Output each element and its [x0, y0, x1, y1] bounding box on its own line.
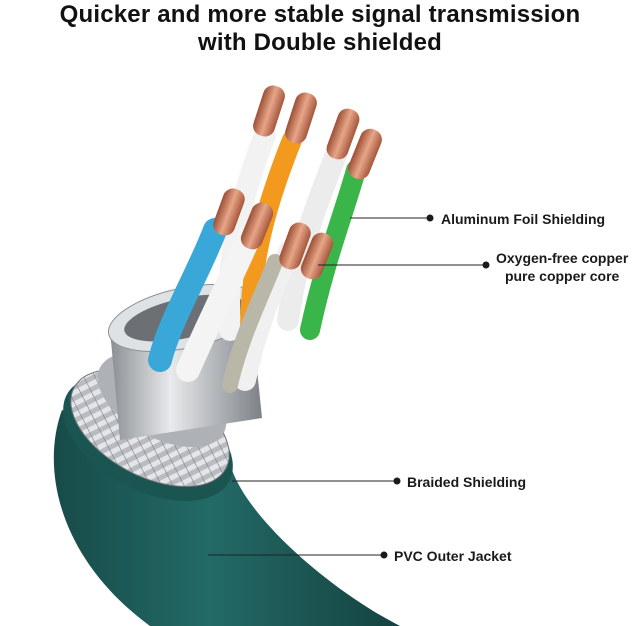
- callout-braid: [232, 477, 401, 485]
- label-pvc-outer-jacket: PVC Outer Jacket: [394, 548, 512, 564]
- headline-line-1: Quicker and more stable signal transmiss…: [59, 1, 581, 28]
- headline-line-2: with Double shielded: [197, 29, 442, 56]
- callout-foil: [350, 214, 434, 222]
- callout-jacket: [208, 551, 388, 559]
- twisted-pairs: [148, 85, 382, 393]
- label-copper-core: Oxygen-free copper pure copper core: [496, 249, 628, 285]
- callout-copper: [318, 261, 490, 269]
- label-copper-line-2: pure copper core: [504, 268, 620, 284]
- label-copper-line-1: Oxygen-free copper: [496, 250, 629, 266]
- label-braided-shielding: Braided Shielding: [407, 474, 527, 490]
- label-aluminum-foil-shielding: Aluminum Foil Shielding: [441, 211, 606, 227]
